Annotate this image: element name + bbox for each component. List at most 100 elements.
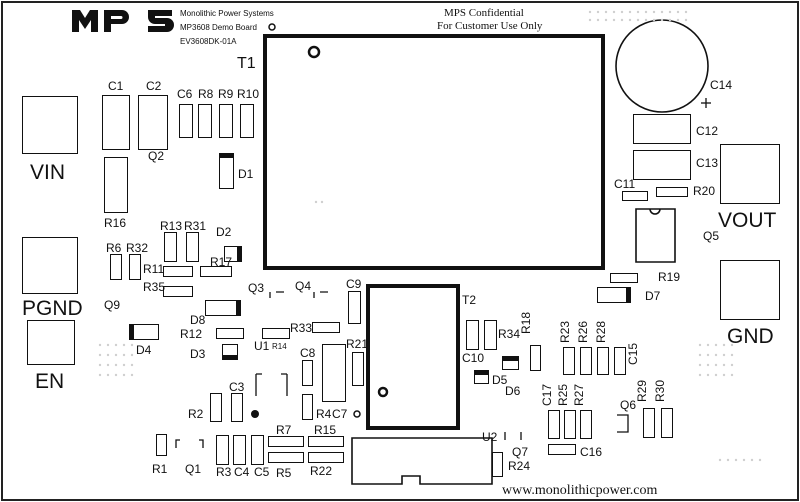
c1-footprint — [102, 95, 130, 150]
r24-label: R24 — [508, 459, 531, 473]
r32-label: R32 — [126, 241, 149, 255]
footer-url: www.monolithicpower.com — [502, 483, 658, 498]
q4-outline — [313, 291, 328, 298]
board-part-number: EV3608DK-01A — [180, 37, 237, 46]
r2-label: R2 — [188, 407, 204, 421]
r15-footprint — [308, 436, 344, 447]
gnd-label: GND — [727, 325, 774, 348]
r10-label: R10 — [237, 87, 260, 101]
r17-footprint — [200, 266, 232, 277]
q7-label: Q7 — [512, 445, 529, 459]
r2-footprint — [210, 393, 222, 422]
r6-footprint — [110, 254, 122, 280]
c13-footprint — [633, 150, 691, 180]
r4-label: R4 — [316, 407, 332, 421]
c17-footprint — [548, 410, 560, 439]
t2-label: T2 — [462, 293, 477, 307]
vout-label: VOUT — [718, 209, 777, 232]
r1-footprint — [156, 434, 167, 456]
confidential-line1: MPS Confidential — [444, 7, 524, 19]
d5-footprint — [474, 370, 489, 384]
d6-label: D6 — [505, 384, 521, 398]
r10-footprint — [240, 104, 254, 138]
q6-label: Q6 — [620, 398, 637, 412]
r8-label: R8 — [198, 87, 214, 101]
c11-label: C11 — [614, 177, 636, 191]
r20-label: R20 — [693, 184, 716, 198]
r5-footprint — [268, 452, 304, 463]
c7-label: C7 — [332, 407, 348, 421]
d2-footprint — [224, 246, 242, 262]
pgnd-label: PGND — [22, 297, 83, 320]
r29-label: R29 — [635, 379, 649, 402]
c5-label: C5 — [254, 465, 270, 479]
q3-outline — [269, 291, 284, 298]
r9-footprint — [219, 104, 233, 138]
r35-footprint — [163, 286, 193, 297]
c6-footprint — [179, 104, 193, 138]
r12-footprint — [216, 328, 244, 339]
u2-outline — [351, 437, 493, 485]
t1-pin1-marker — [307, 45, 321, 59]
r26-footprint — [580, 347, 592, 375]
r16-label: R16 — [104, 216, 127, 230]
d1-label: D1 — [238, 167, 254, 181]
c2-footprint — [138, 95, 168, 150]
r33-footprint — [312, 322, 340, 333]
r31-footprint — [186, 232, 199, 262]
c14-outline — [615, 19, 709, 113]
r21-label: R21 — [346, 337, 369, 351]
r28-label: R28 — [594, 320, 608, 343]
confidential-line2: For Customer Use Only — [437, 20, 543, 32]
c3-footprint — [231, 393, 243, 422]
en-label: EN — [35, 370, 65, 393]
c10-footprint — [466, 320, 479, 350]
q7-outline — [504, 432, 522, 440]
r34-label: R34 — [498, 327, 521, 341]
q3-label: Q3 — [248, 281, 265, 295]
c17-label: C17 — [540, 383, 554, 406]
q9-label: Q9 — [104, 298, 121, 312]
r19-footprint — [610, 273, 638, 283]
q1-label: Q1 — [185, 462, 202, 476]
r8-footprint — [198, 104, 212, 138]
r26-label: R26 — [576, 320, 590, 343]
u1-outline — [255, 373, 288, 396]
c13-label: C13 — [696, 156, 719, 170]
r30-footprint — [661, 408, 673, 438]
c8-label: C8 — [300, 346, 316, 360]
c10-label: C10 — [462, 351, 485, 365]
r27-label: R27 — [572, 383, 586, 406]
r35-label: R35 — [143, 280, 166, 294]
r4-footprint — [302, 394, 313, 420]
c9-footprint — [348, 291, 361, 324]
r28-footprint — [597, 347, 609, 375]
d5-label: D5 — [492, 373, 508, 387]
via-r2 — [251, 410, 259, 418]
u2-label: U2 — [482, 430, 498, 444]
r11-footprint — [163, 266, 193, 277]
via-c7 — [353, 410, 361, 418]
company-name: Monolithic Power Systems — [180, 9, 274, 18]
vin-terminal-pad — [22, 96, 78, 154]
q5-outline — [635, 208, 676, 263]
r7-label: R7 — [276, 423, 292, 437]
c6-label: C6 — [177, 87, 193, 101]
r18-footprint — [530, 345, 541, 371]
header-via — [268, 23, 276, 31]
d7-footprint — [597, 287, 631, 303]
c15-footprint — [614, 347, 626, 375]
r17-label: R17 — [210, 255, 233, 269]
vout-terminal-pad — [720, 144, 780, 204]
c5-footprint — [251, 435, 264, 465]
d1-footprint — [219, 153, 234, 189]
t1-label: T1 — [237, 55, 256, 72]
c1-label: C1 — [108, 79, 124, 93]
r13-label: R13 — [160, 219, 183, 233]
d3-footprint — [222, 344, 238, 360]
r7-footprint — [268, 436, 304, 447]
r22-label: R22 — [310, 464, 333, 478]
d6-footprint — [502, 356, 519, 370]
